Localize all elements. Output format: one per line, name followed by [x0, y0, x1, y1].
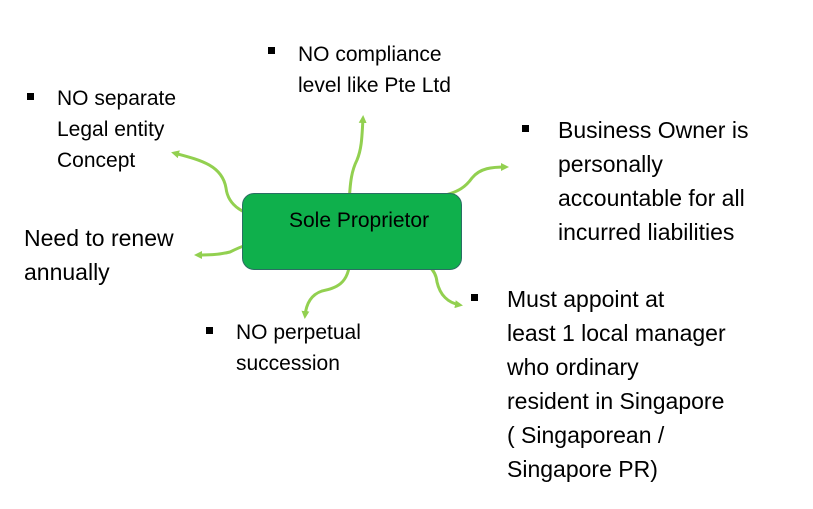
arrow-to-compliance [347, 115, 367, 207]
note-accountable: Business Owner is personally accountable… [558, 117, 749, 245]
bullet-icon [27, 93, 34, 100]
arrow-to-accountable [435, 163, 509, 199]
bullet-icon [522, 125, 529, 132]
note-compliance: NO compliance level like Pte Ltd [298, 43, 451, 97]
bullet-icon [268, 47, 275, 54]
bullet-icon [471, 294, 478, 301]
note-renew: Need to renew annually [24, 225, 174, 285]
sole-proprietor-label: Sole Proprietor [289, 209, 430, 232]
note-legal-entity: NO separate Legal entity Concept [57, 87, 177, 172]
arrow-to-succession [301, 258, 352, 319]
sole-proprietor-box [242, 193, 462, 270]
note-manager: Must appoint at least 1 local manager wh… [507, 286, 726, 482]
note-succession: NO perpetual succession [236, 321, 361, 375]
bullet-icon [206, 327, 213, 334]
